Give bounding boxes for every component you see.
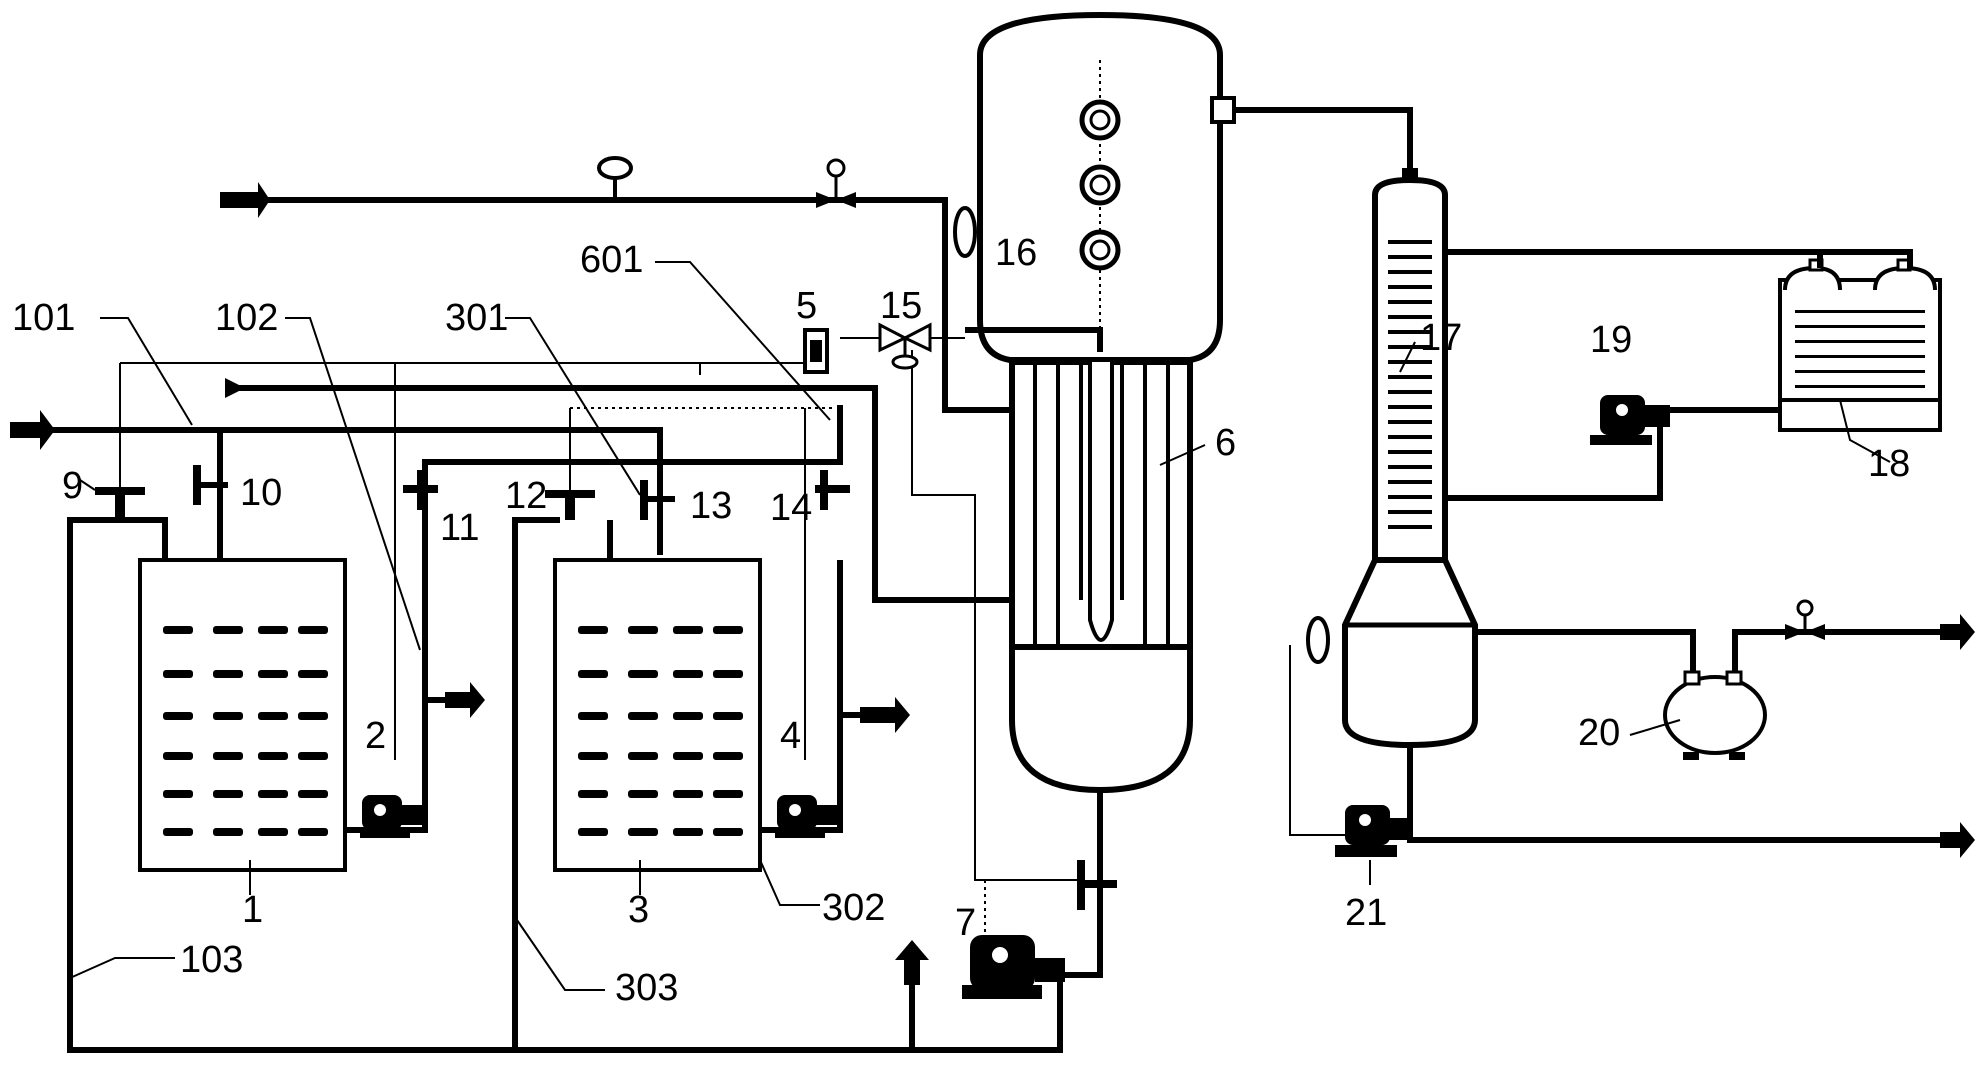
receiver-vessel — [1663, 670, 1767, 760]
label-18: 18 — [1868, 443, 1910, 485]
label-3: 3 — [628, 889, 649, 931]
label-303: 303 — [615, 967, 678, 1009]
pump-21 — [1335, 805, 1413, 857]
label-15: 15 — [880, 285, 922, 327]
label-2: 2 — [365, 715, 386, 757]
label-17: 17 — [1420, 317, 1462, 359]
label-13: 13 — [690, 485, 732, 527]
tube-heat-exchanger — [1009, 359, 1193, 794]
label-103: 103 — [180, 939, 243, 981]
leader-lines — [69, 261, 1891, 991]
pump-7 — [962, 935, 1065, 999]
labels: 1 2 3 4 5 6 7 9 10 11 12 13 14 15 16 17 … — [12, 232, 1910, 1009]
label-5: 5 — [796, 285, 817, 327]
label-301: 301 — [445, 297, 508, 339]
tank-3 — [553, 558, 762, 872]
label-302: 302 — [822, 887, 885, 929]
label-9: 9 — [62, 465, 83, 507]
instruments — [803, 206, 1330, 664]
label-1: 1 — [242, 889, 263, 931]
tank-1 — [138, 558, 347, 872]
label-601: 601 — [580, 239, 643, 281]
label-101: 101 — [12, 297, 75, 339]
label-14: 14 — [770, 487, 812, 529]
label-16: 16 — [995, 232, 1037, 274]
label-102: 102 — [215, 297, 278, 339]
label-12: 12 — [505, 475, 547, 517]
cooling-tower — [1778, 258, 1942, 432]
label-11: 11 — [440, 507, 479, 549]
label-20: 20 — [1578, 712, 1620, 754]
pump-19 — [1590, 395, 1670, 445]
pumps — [360, 395, 1670, 999]
label-10: 10 — [240, 472, 282, 514]
label-19: 19 — [1590, 319, 1632, 361]
pipelines — [30, 107, 1960, 1053]
label-4: 4 — [780, 715, 801, 757]
pump-4 — [775, 795, 840, 838]
pump-2 — [360, 795, 425, 838]
valves — [95, 96, 1825, 910]
label-6: 6 — [1215, 422, 1236, 464]
label-7: 7 — [955, 902, 976, 944]
flow-arrows — [10, 182, 1975, 985]
label-21: 21 — [1345, 892, 1387, 934]
condenser-column — [1342, 168, 1478, 749]
evaporator-drum — [965, 11, 1223, 363]
